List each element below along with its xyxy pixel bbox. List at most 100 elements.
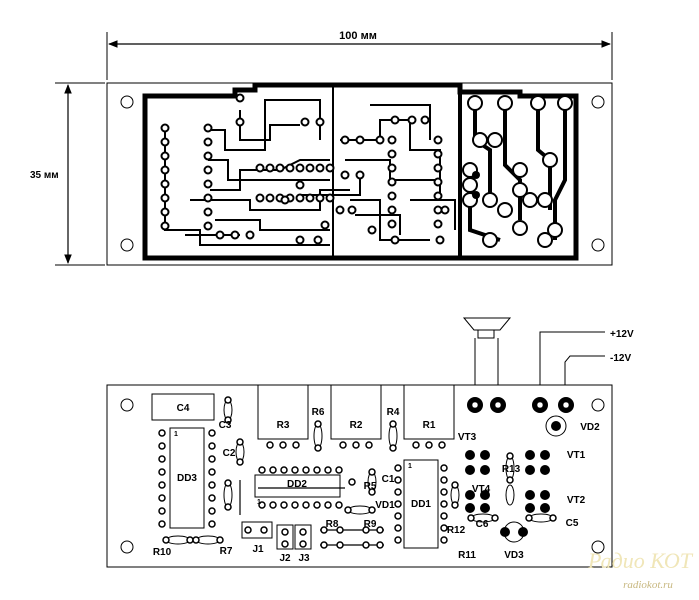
pad	[525, 465, 535, 475]
height-dimension-label: 35 мм	[30, 170, 59, 181]
pad	[435, 235, 445, 245]
pad	[375, 135, 385, 145]
pad	[348, 478, 356, 486]
pad	[497, 202, 513, 218]
capacitor-c4	[151, 393, 215, 421]
pad	[522, 192, 538, 208]
label-c1: C1	[382, 474, 395, 485]
pad	[512, 220, 528, 236]
pad	[192, 536, 200, 544]
component-pads	[158, 396, 574, 549]
pad	[203, 221, 213, 231]
pad	[540, 450, 550, 460]
jumper-j1	[241, 521, 273, 539]
pad	[279, 441, 287, 449]
pad	[482, 192, 498, 208]
pad	[335, 501, 343, 509]
pad	[158, 481, 166, 489]
pad	[208, 481, 216, 489]
label-j2: J2	[279, 553, 291, 564]
pad	[291, 466, 299, 474]
pad	[433, 191, 443, 201]
pad	[433, 205, 443, 215]
pad	[467, 95, 483, 111]
pad	[325, 193, 335, 203]
plus12v-wire	[536, 331, 605, 399]
pad	[438, 441, 446, 449]
pad	[440, 205, 450, 215]
pad	[506, 476, 514, 484]
mount-hole	[591, 95, 605, 109]
pad	[525, 514, 533, 522]
pad	[465, 465, 475, 475]
pad	[315, 193, 325, 203]
pad	[314, 420, 322, 428]
chip-dd3	[169, 427, 205, 529]
label-r13: R13	[502, 464, 521, 475]
label-c2: C2	[223, 448, 236, 459]
label-r12: R12	[447, 525, 466, 536]
pad	[295, 180, 305, 190]
pad	[258, 501, 266, 509]
jumper-j2	[276, 524, 294, 550]
pad	[313, 466, 321, 474]
pad	[389, 420, 397, 428]
trace	[239, 110, 300, 141]
label-c4: C4	[177, 403, 190, 414]
pad	[208, 429, 216, 437]
res-r12-body	[505, 484, 515, 506]
pad	[387, 191, 397, 201]
label-r8: R8	[326, 519, 339, 530]
pad	[387, 205, 397, 215]
trace	[370, 104, 431, 140]
pad	[352, 441, 360, 449]
label-vd2: VD2	[580, 422, 600, 433]
label-dd3: DD3	[177, 473, 197, 484]
pad	[551, 421, 561, 431]
pad	[275, 163, 285, 173]
pad	[500, 527, 510, 537]
label-r2: R2	[350, 420, 363, 431]
pad	[387, 177, 397, 187]
pad	[203, 151, 213, 161]
pad	[266, 441, 274, 449]
pad	[292, 441, 300, 449]
pad	[224, 479, 232, 487]
pad	[525, 503, 535, 513]
pad	[512, 182, 528, 198]
label-vt2: VT2	[567, 495, 586, 506]
component-layer-board: C4 C3 C2 DD3 R3 R6 R2 R4 R1 DD2 R5 C1 VD…	[106, 384, 613, 568]
pad	[440, 464, 448, 472]
trace	[350, 199, 430, 241]
pad	[433, 163, 443, 173]
pad	[158, 468, 166, 476]
pad	[394, 488, 402, 496]
pad	[245, 230, 255, 240]
pad	[482, 232, 498, 248]
label-vd3: VD3	[504, 550, 524, 561]
pad	[480, 503, 490, 513]
pad	[525, 450, 535, 460]
trace	[190, 189, 350, 211]
jumper-j3	[294, 524, 312, 550]
pad	[320, 541, 328, 549]
label-r5: R5	[364, 481, 377, 492]
label-j3: J3	[298, 553, 310, 564]
pad	[480, 465, 490, 475]
mount-hole	[120, 238, 134, 252]
pad	[506, 452, 514, 460]
pad	[302, 466, 310, 474]
label-r4: R4	[387, 407, 400, 418]
pad	[472, 171, 480, 179]
pad	[269, 466, 277, 474]
pad	[336, 526, 344, 534]
pad	[420, 115, 430, 125]
pad	[537, 232, 553, 248]
pad	[315, 163, 325, 173]
width-dimension-label: 100 мм	[339, 30, 377, 42]
dd3-pin1-marker: 1	[174, 431, 178, 438]
pad	[365, 441, 373, 449]
plus12v-label: +12V	[610, 329, 634, 340]
pad	[394, 464, 402, 472]
pad	[255, 163, 265, 173]
